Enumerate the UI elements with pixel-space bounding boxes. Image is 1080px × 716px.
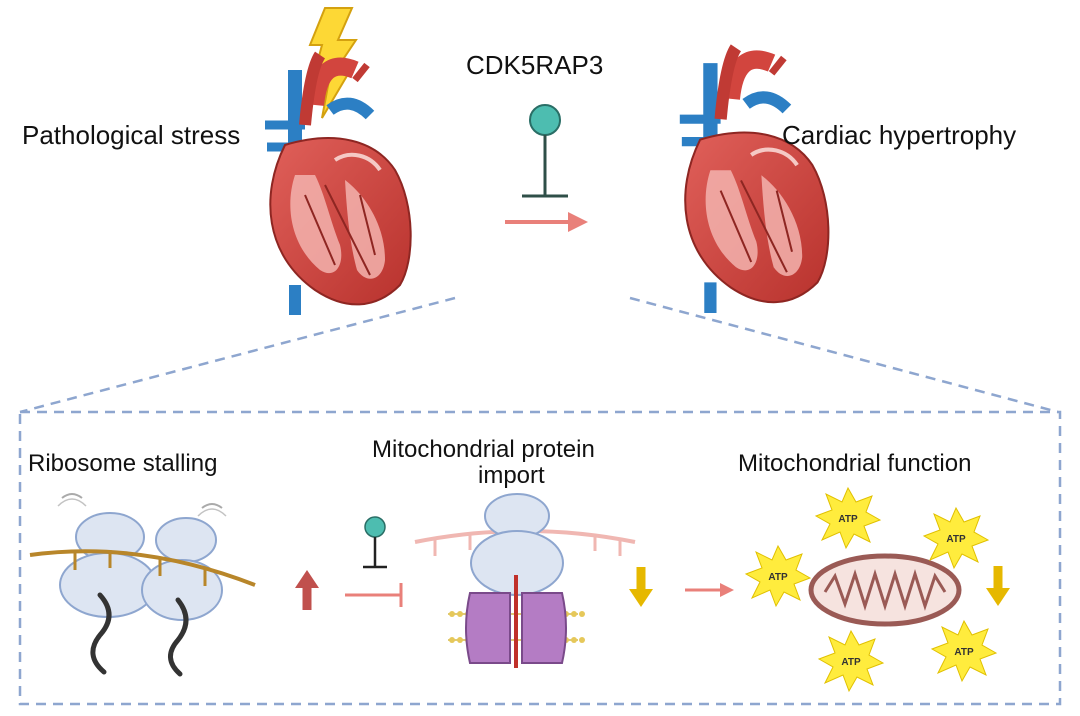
import-label-line1: Mitochondrial protein xyxy=(372,436,595,463)
heart-icon-hypertrophy xyxy=(680,48,829,313)
inhibitor-label: CDK5RAP3 xyxy=(466,50,604,80)
outcome-label: Cardiac hypertrophy xyxy=(782,120,1017,150)
atp-star-icon: ATP xyxy=(818,630,884,692)
svg-text:ATP: ATP xyxy=(768,572,788,583)
ribosome-label: Ribosome stalling xyxy=(28,450,218,477)
ribosome-icon xyxy=(29,493,256,677)
atp-star-icon: ATP xyxy=(815,487,881,549)
atp-star-icon: ATP xyxy=(931,620,997,682)
inhibitor-circle xyxy=(529,104,561,136)
zoom-line-left xyxy=(19,296,456,414)
svg-text:ATP: ATP xyxy=(946,534,966,545)
function-label: Mitochondrial function xyxy=(738,450,972,477)
svg-text:ATP: ATP xyxy=(954,647,974,658)
mitochondrion-icon xyxy=(808,553,962,627)
mechanism-panel xyxy=(18,410,1062,706)
inhibitor-circle-small xyxy=(364,516,386,538)
decrease-arrow-icon-function xyxy=(986,566,1010,606)
svg-text:ATP: ATP xyxy=(838,514,858,525)
stress-label: Pathological stress xyxy=(22,120,241,150)
pathway-arrow-head xyxy=(720,583,734,597)
increase-arrow-icon xyxy=(295,570,319,610)
atp-star-icon: ATP xyxy=(923,507,989,569)
atp-star-icon: ATP xyxy=(745,545,811,607)
zoom-line-right xyxy=(629,296,1059,414)
heart-icon xyxy=(265,55,411,315)
import-label-line2: import xyxy=(478,462,545,489)
decrease-arrow-icon xyxy=(629,567,653,607)
svg-text:ATP: ATP xyxy=(841,657,861,668)
progression-arrow-head xyxy=(568,212,588,232)
translocase-icon xyxy=(414,493,636,668)
